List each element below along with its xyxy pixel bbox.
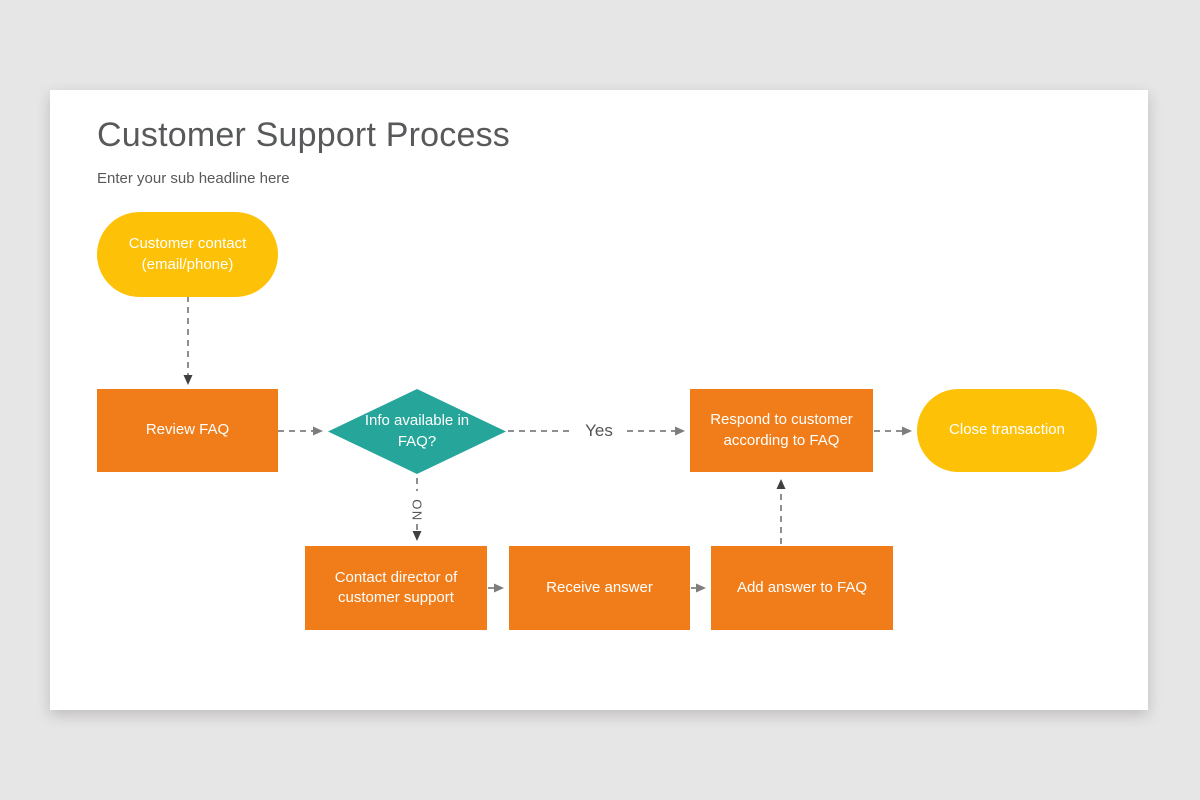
node-review-faq: Review FAQ: [97, 389, 278, 472]
node-add-answer: Add answer to FAQ: [711, 546, 893, 630]
node-respond-to-customer: Respond to customer according to FAQ: [690, 389, 873, 472]
node-add-answer-label: Add answer to FAQ: [736, 578, 868, 596]
node-customer-contact-label: Customer contact (email/phone): [128, 235, 247, 273]
node-receive-answer: Receive answer: [509, 546, 690, 630]
yes-edge-label: Yes: [585, 421, 613, 440]
node-customer-contact: Customer contact (email/phone): [97, 212, 278, 297]
node-close-transaction-label: Close transaction: [949, 421, 1065, 439]
page-subtitle: Enter your sub headline here: [97, 170, 290, 187]
node-close-transaction: Close transaction: [917, 389, 1097, 472]
page-title: Customer Support Process: [97, 116, 510, 154]
node-info-available-label: Info available in FAQ?: [364, 412, 470, 450]
node-respond-to-customer-label: Respond to customer according to FAQ: [710, 411, 853, 449]
node-contact-director: Contact director of customer support: [305, 546, 487, 630]
node-review-faq-label: Review FAQ: [145, 421, 230, 439]
flowchart-canvas: Customer contact (email/phone) Review FA…: [50, 90, 1148, 710]
connector-layer: [183, 296, 912, 593]
node-receive-answer-label: Receive answer: [546, 578, 653, 596]
node-contact-director-label: Contact director of customer support: [334, 568, 458, 606]
slide-card: Customer Support Process Enter your sub …: [50, 90, 1148, 710]
no-edge-label: NO: [409, 497, 425, 521]
